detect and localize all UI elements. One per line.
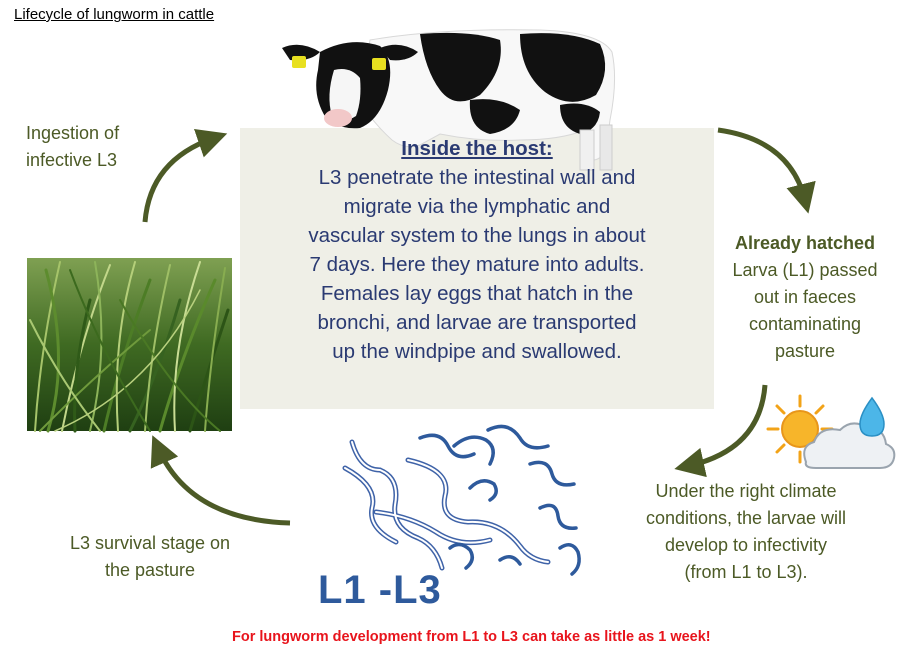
larvae-illustration (345, 426, 579, 574)
sun-cloud-raindrop-icon (768, 396, 894, 468)
arrow-to-hatched (718, 130, 805, 200)
arrow-ingestion (145, 138, 214, 222)
arrow-to-grass (158, 448, 290, 523)
arrow-to-climate (688, 385, 765, 466)
